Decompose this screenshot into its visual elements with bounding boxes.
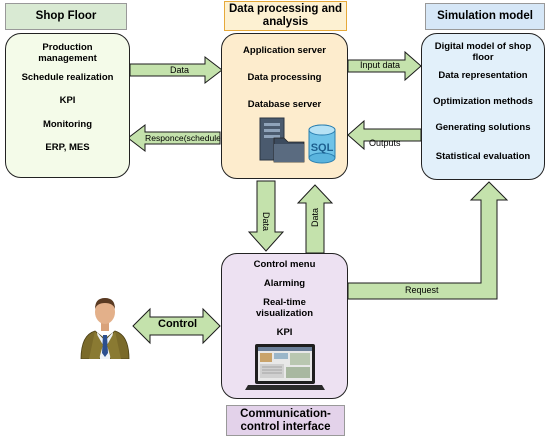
item-kpi: KPI (59, 95, 76, 106)
item-alarming: Alarming (263, 278, 306, 289)
label-control: Control (158, 318, 198, 330)
label-response: Responce(schedule) (145, 133, 224, 143)
server-box: Application server Data processing Datab… (221, 33, 348, 179)
arrow-control-double (132, 307, 221, 345)
item-erp-mes: ERP, MES (45, 142, 90, 153)
data-processing-header: Data processing and analysis (224, 1, 347, 31)
item-data-representation: Data representation (438, 70, 528, 81)
label-request: Request (405, 285, 439, 295)
item-kpi-comm: KPI (276, 327, 293, 338)
communication-control-box: Control menu Alarming Real-time visualiz… (221, 253, 348, 399)
item-generating-solutions: Generating solutions (435, 122, 531, 133)
arrow-input-to-simulation (347, 50, 422, 82)
communication-control-header: Communication-control interface (226, 405, 345, 436)
arrow-request-to-simulation (347, 181, 509, 300)
label-data-right: Data (170, 65, 190, 75)
item-optimization-methods: Optimization methods (433, 96, 533, 107)
laptop-icon (244, 344, 325, 390)
sql-label: SQL (310, 142, 333, 154)
arrow-outputs-to-server (347, 119, 422, 151)
item-database-server: Database server (247, 99, 322, 110)
item-application-server: Application server (243, 45, 326, 56)
sql-database-icon (308, 124, 335, 164)
label-data-down: Data (261, 212, 271, 232)
server-database-icon: SQL (259, 117, 335, 164)
item-schedule-realization: Schedule realization (21, 72, 114, 83)
label-data-up: Data (310, 207, 320, 227)
item-production-management: Production management (38, 42, 97, 64)
label-outputs: Outputs (369, 138, 401, 148)
item-control-menu: Control menu (253, 259, 316, 270)
arrow-data-to-server (129, 55, 223, 85)
arrow-data-up (296, 184, 334, 254)
operator-person-icon (80, 298, 130, 359)
arrow-data-down (247, 180, 285, 252)
simulation-model-header: Simulation model (425, 3, 545, 30)
item-digital-model: Digital model of shop floor (434, 41, 532, 63)
item-monitoring: Monitoring (42, 119, 93, 130)
item-statistical-evaluation: Statistical evaluation (435, 151, 531, 162)
shop-floor-box: Production management Schedule realizati… (5, 33, 130, 178)
simulation-box: Digital model of shop floor Data represe… (421, 33, 545, 180)
item-real-time-visualization: Real-time visualization (255, 297, 313, 319)
label-input-data: Input data (360, 60, 401, 70)
item-data-processing: Data processing (247, 72, 322, 83)
arrow-response-to-shop-floor (127, 123, 221, 153)
shop-floor-header: Shop Floor (5, 3, 127, 30)
